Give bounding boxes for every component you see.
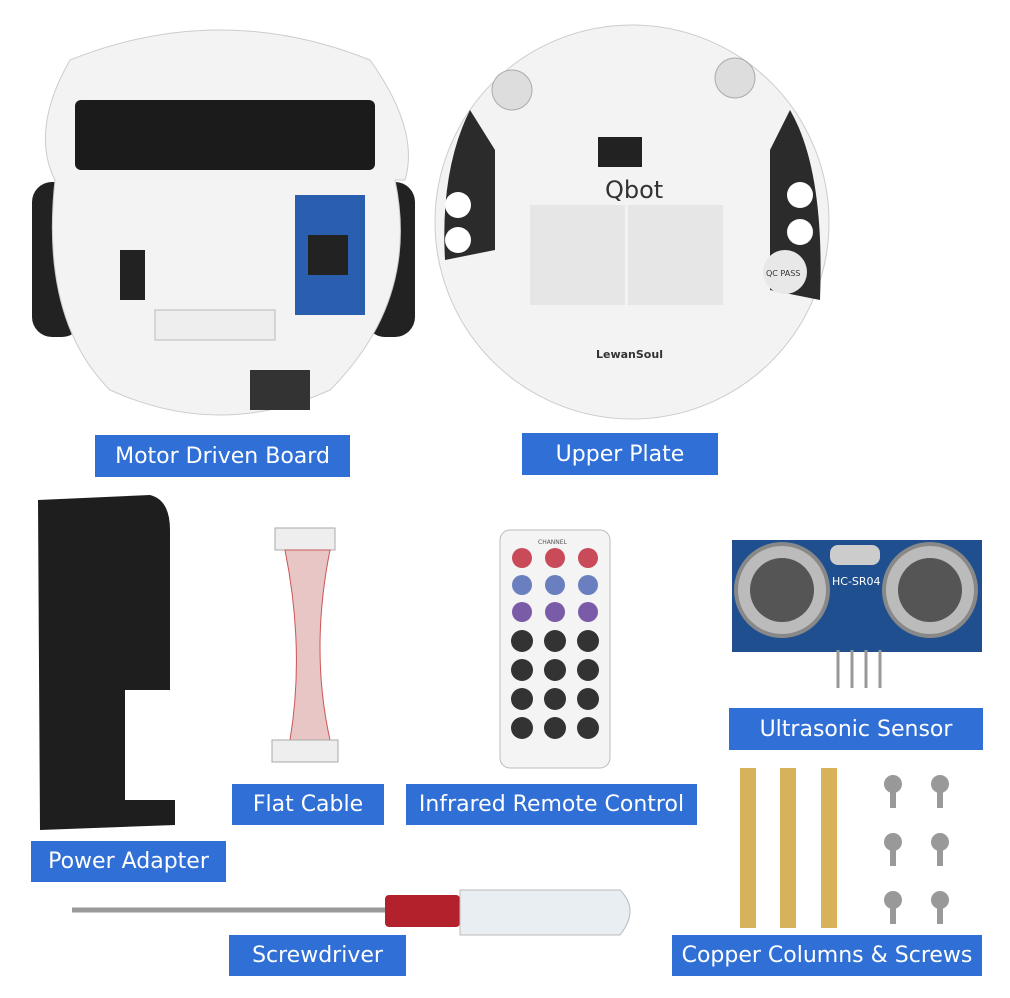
label-motor-driven-board: Motor Driven Board	[95, 435, 350, 477]
label-upper-plate: Upper Plate	[522, 433, 718, 475]
power-adapter-image	[38, 495, 175, 830]
ir-remote-image	[499, 529, 611, 769]
motor-driven-board-image	[32, 29, 415, 416]
label-screwdriver: Screwdriver	[229, 935, 406, 976]
qbot-logo-text: Qbot	[605, 176, 663, 204]
lewansoul-logo-text: LewanSoul	[596, 348, 663, 361]
upper-plate-image	[434, 24, 830, 420]
label-flat-cable: Flat Cable	[232, 784, 384, 825]
copper-columns-screws-image	[740, 768, 949, 928]
label-power-adapter: Power Adapter	[31, 841, 226, 882]
label-copper-columns-screws: Copper Columns & Screws	[672, 935, 982, 976]
label-infrared-remote-control: Infrared Remote Control	[406, 784, 697, 825]
qc-pass-sticker: QC PASS	[766, 269, 800, 278]
remote-channel-text: CHANNEL	[538, 539, 568, 546]
screwdriver-image	[72, 889, 631, 936]
sensor-model-text: HC-SR04	[832, 575, 881, 588]
flat-cable-image	[271, 527, 339, 763]
ultrasonic-sensor-image	[732, 540, 982, 688]
label-ultrasonic-sensor: Ultrasonic Sensor	[729, 708, 983, 750]
